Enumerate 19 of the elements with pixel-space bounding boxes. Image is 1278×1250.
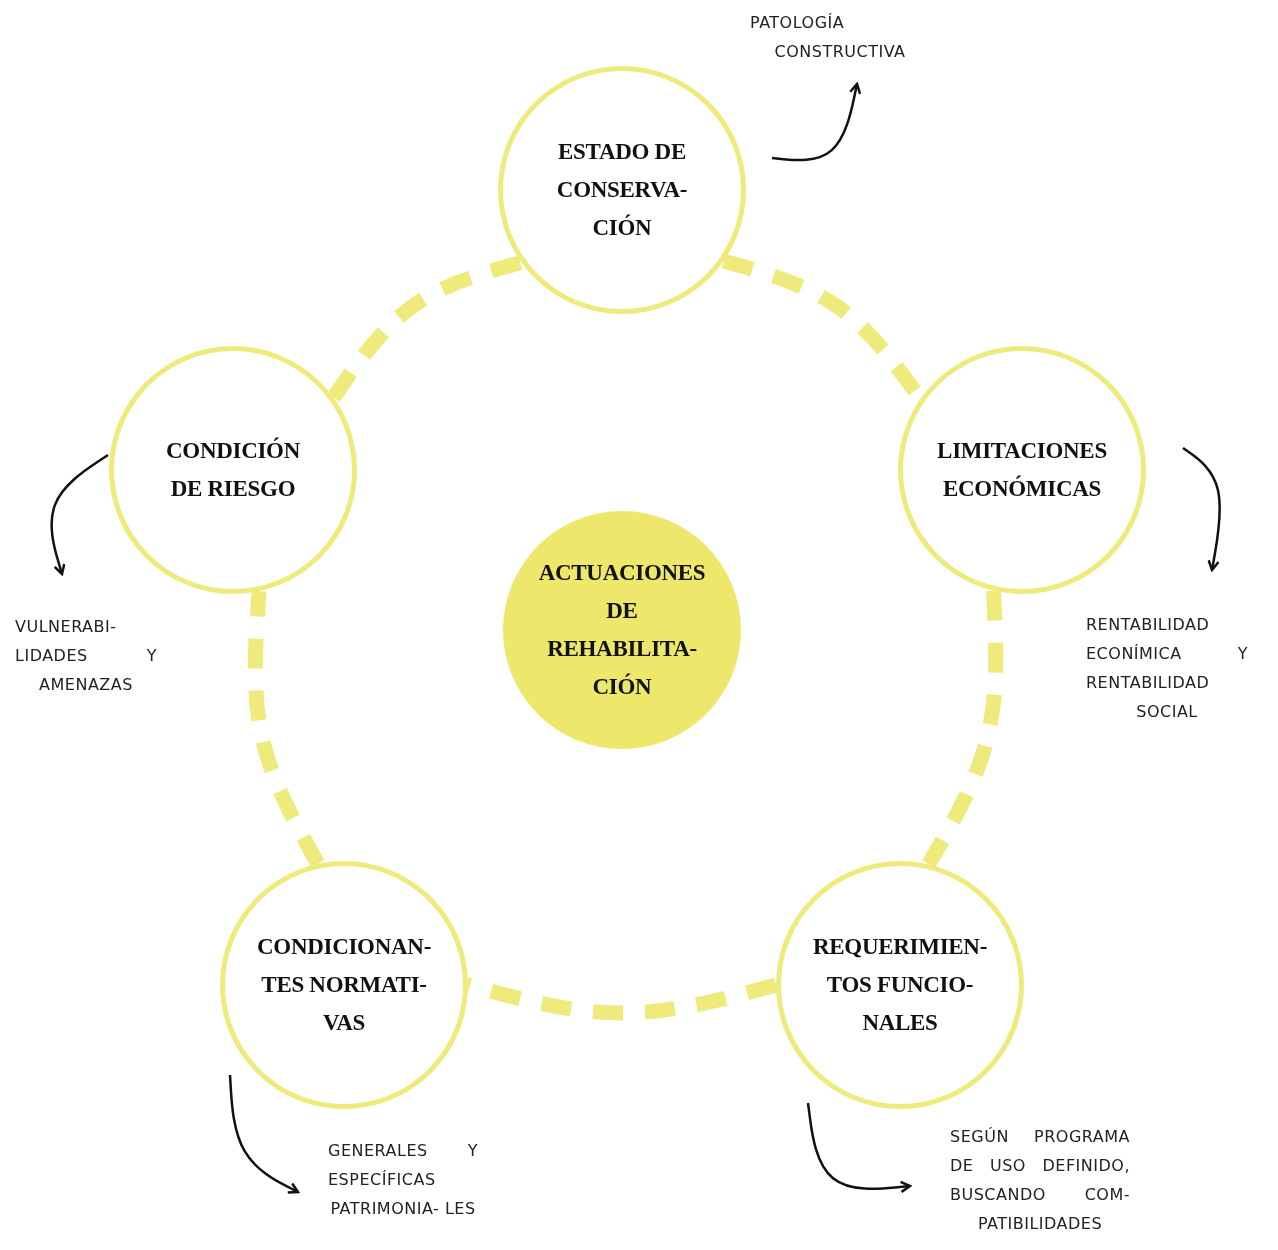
- annotation-text: SEGÚN PROGRAMA DE USO DEFINIDO, BUSCANDO COM- PATIBILIDADES: [950, 1126, 1130, 1235]
- annotation-text: VULNERABI- LIDADES Y AMENAZAS: [15, 616, 157, 696]
- circle-label: CONDICIONAN- TES NORMATI- VAS: [256, 933, 432, 1037]
- curved-arrow: [1182, 447, 1221, 572]
- circle-label: CONDICIÓN DE RIESGO: [165, 436, 301, 503]
- circle-label: REQUERIMIEN- TOS FUNCIO- NALES: [812, 933, 988, 1037]
- curved-arrow: [228, 1074, 300, 1194]
- curved-arrow: [50, 453, 109, 576]
- annotation-text: GENERALES Y ESPECÍFICAS PATRIMONIA- LES: [328, 1140, 478, 1220]
- dashed-connector: [247, 590, 325, 868]
- annotation-text: PATOLOGÍA CONSTRUCTIVA: [750, 12, 907, 63]
- annotation-text: RENTABILIDAD ECONÍMICA Y RENTABILIDAD SOCIAL: [1086, 614, 1248, 723]
- dashed-connector: [466, 977, 778, 1021]
- circle-label: LIMITACIONES ECONÓMICAS: [936, 437, 1108, 503]
- dashed-connector: [327, 255, 524, 402]
- circle-label: ESTADO DE CONSERVA- CIÓN: [555, 138, 689, 242]
- curved-arrow: [806, 1102, 912, 1194]
- circle-label: ACTUACIONES DE REHABILITA- CIÓN: [537, 559, 707, 701]
- curved-arrow: [771, 82, 862, 162]
